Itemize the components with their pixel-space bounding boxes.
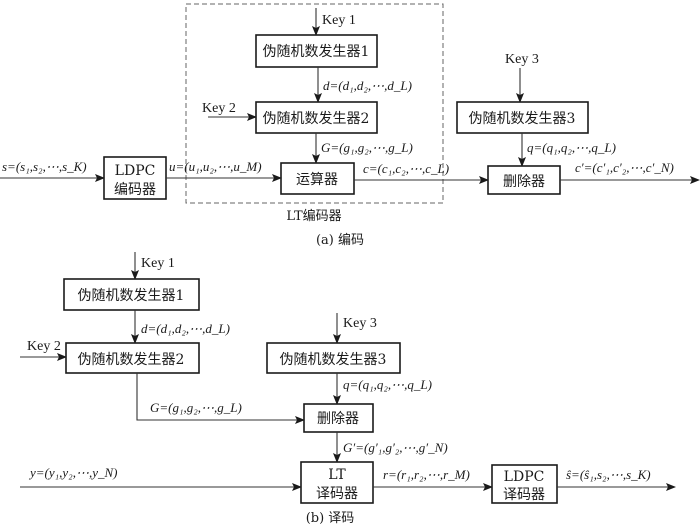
- key1-label: Key 1: [322, 13, 356, 28]
- dec-deleter-label: 删除器: [317, 411, 359, 427]
- c-signal-label: c=(c₁,c₂,⋯,c_L): [363, 161, 449, 176]
- lt-encoder-caption: LT编码器: [286, 209, 341, 224]
- dec-G-signal-label: G=(g₁,g₂,⋯,g_L): [150, 400, 242, 415]
- deleter-block: [487, 165, 561, 195]
- dec-prng1-label: 伪随机数发生器1: [78, 288, 185, 304]
- dec-prng1-block: [63, 278, 200, 311]
- prng1-block: [255, 34, 378, 68]
- prng1-label: 伪随机数发生器1: [263, 44, 370, 60]
- ldpc-encoder-label-line2: 编码器: [114, 182, 156, 198]
- lt-decoder-label-line1: LT: [328, 467, 346, 483]
- dec-y-signal-label: y=(y₁,y₂,⋯,y_N): [28, 465, 117, 480]
- d-signal-label: d=(d₁,d₂,⋯,d_L): [323, 78, 412, 93]
- ldpc-decoder-label-line2: 译码器: [503, 487, 545, 503]
- operator-block: [280, 162, 355, 195]
- dec-prng2-block: [65, 342, 200, 374]
- encoding-caption: (a) 编码: [316, 233, 364, 248]
- s-signal-label: s=(s₁,s₂,⋯,s_K): [2, 159, 87, 174]
- G-signal-label: G=(g₁,g₂,⋯,g_L): [321, 140, 413, 155]
- operator-label: 运算器: [296, 172, 338, 188]
- dec-key3-label: Key 3: [343, 316, 377, 331]
- dec-prng3-label: 伪随机数发生器3: [280, 352, 387, 368]
- lt-decoder-label-line2: 译码器: [316, 486, 358, 502]
- q-signal-label: q=(q₁,q₂,⋯,q_L): [527, 140, 616, 155]
- key2-label: Key 2: [202, 101, 236, 116]
- dec-q-signal-label: q=(q₁,q₂,⋯,q_L): [343, 377, 432, 392]
- dec-s-hat-signal-label: ŝ=(ŝ₁,s₂,⋯,s_K): [566, 467, 651, 482]
- prng2-label: 伪随机数发生器2: [263, 111, 370, 127]
- lt-encoder-dashed-boundary: [185, 3, 444, 204]
- ldpc-encoder-label-line1: LDPC: [115, 163, 156, 179]
- encoding-diagram: Key 1 伪随机数发生器1 d=(d₁,d₂,⋯,d_L) Key 2 伪随机…: [0, 3, 700, 248]
- key3-label: Key 3: [505, 52, 539, 67]
- dec-deleter-block: [303, 403, 374, 433]
- dec-prng2-label: 伪随机数发生器2: [78, 352, 185, 368]
- dec-G-prime-signal-label: G′=(g′₁,g′₂,⋯,g′_N): [343, 440, 448, 455]
- ldpc-decoder-block: [491, 464, 558, 504]
- prng3-label: 伪随机数发生器3: [469, 111, 576, 127]
- decoding-caption: (b) 译码: [306, 511, 355, 526]
- u-signal-label: u=(u₁,u₂,⋯,u_M): [169, 159, 262, 174]
- dec-r-signal-label: r=(r₁,r₂,⋯,r_M): [383, 467, 470, 482]
- dec-key1-label: Key 1: [141, 256, 175, 271]
- lt-decoder-block: [300, 461, 374, 504]
- dec-prng3-block: [266, 342, 401, 374]
- decoding-diagram: Key 1 伪随机数发生器1 d=(d₁,d₂,⋯,d_L) Key 2 伪随机…: [20, 252, 676, 526]
- deleter-label: 删除器: [503, 174, 545, 190]
- prng3-block: [456, 101, 589, 134]
- c-prime-signal-label: c′=(c′₁,c′₂,⋯,c′_N): [575, 160, 674, 175]
- dec-d-signal-label: d=(d₁,d₂,⋯,d_L): [141, 321, 230, 336]
- dec-G-arrow: [136, 373, 305, 424]
- ldpc-decoder-label-line1: LDPC: [504, 469, 545, 485]
- dec-key2-label: Key 2: [27, 339, 61, 354]
